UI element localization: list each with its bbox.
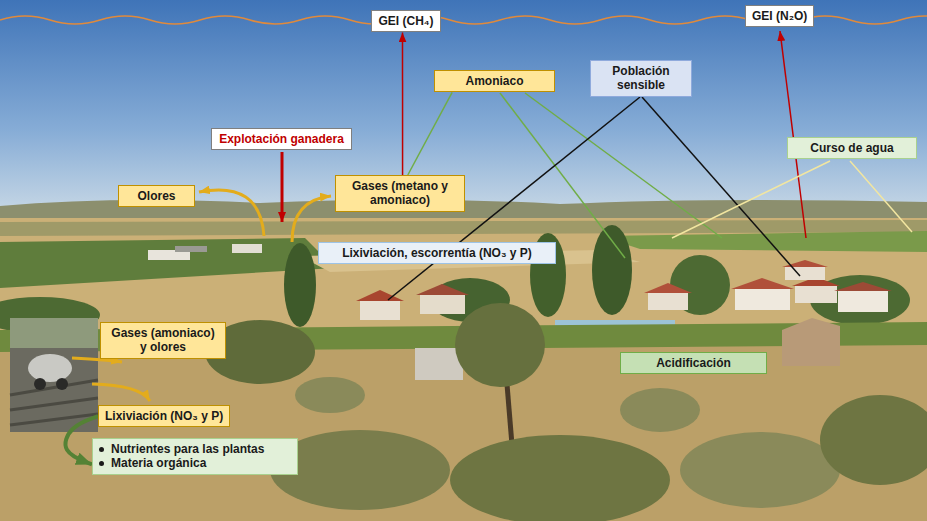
inset-photo [10, 318, 98, 432]
node-text: GEI (CH₄) [378, 14, 434, 28]
house [785, 266, 825, 280]
bullet-dot [99, 461, 104, 466]
node-text: Olores [125, 189, 188, 203]
node-text: Amoniaco [441, 74, 548, 88]
emission-box: Gases (metano y amoniaco) [335, 175, 465, 212]
house-roof [356, 290, 404, 301]
impact-box: Población sensible [590, 60, 692, 97]
house [735, 288, 790, 310]
bullet-dot [99, 447, 104, 452]
farm-roof [175, 246, 207, 252]
house-roof [834, 282, 892, 291]
node-text: Lixiviación, escorrentía (NO₃ y P) [325, 246, 549, 260]
bullet-row: Materia orgánica [99, 456, 291, 470]
node-text: Población sensible [597, 64, 685, 93]
pointer-arrow [281, 152, 284, 222]
connector [408, 92, 452, 175]
impact-box: Amoniaco [434, 70, 555, 92]
wheel [56, 378, 68, 390]
emission-box: Lixiviación, escorrentía (NO₃ y P) [318, 242, 556, 264]
node-text: Gases (metano y amoniaco) [342, 179, 458, 208]
tree [455, 303, 545, 387]
shrub [680, 432, 840, 508]
poplar-tree [284, 243, 316, 327]
poplar-tree [592, 225, 632, 315]
farm-building [232, 244, 262, 253]
node-text: Acidificación [627, 356, 760, 370]
sky [0, 0, 927, 216]
emission-box: Olores [118, 185, 195, 207]
house [420, 294, 465, 314]
connector [402, 32, 404, 175]
slurry-tanker [28, 354, 72, 382]
bullet-row: Nutrientes para las plantas [99, 442, 291, 456]
impact-box: Curso de agua [787, 137, 917, 159]
emission-arrow [92, 384, 150, 401]
emission-box: GEI (N₂O) [745, 5, 814, 27]
source-box: Explotación ganadera [211, 128, 352, 150]
emission-arrow [199, 190, 264, 236]
shrub [620, 388, 700, 432]
leader-line [672, 161, 830, 238]
house [360, 300, 400, 320]
emission-box: Lixiviación (NO₃ y P) [98, 405, 230, 427]
node-text: Explotación ganadera [218, 132, 345, 146]
emission-arrow [292, 196, 331, 242]
emission-box: Gases (amoniaco) y olores [100, 322, 226, 359]
wheel [34, 378, 46, 390]
leader-line [500, 93, 625, 258]
furrows [10, 380, 98, 425]
shrub [450, 435, 670, 521]
node-text: Curso de agua [794, 141, 910, 155]
leader-line [850, 161, 912, 232]
pointer-arrow [780, 31, 806, 238]
shed [782, 318, 840, 366]
node-text: Lixiviación (NO₃ y P) [105, 409, 223, 423]
inset-sky [10, 318, 98, 348]
house [795, 285, 837, 303]
impact-box: Acidificación [620, 352, 767, 374]
node-text: Materia orgánica [111, 456, 206, 470]
house-roof [731, 278, 794, 289]
node-text: Gases (amoniaco) y olores [107, 326, 219, 355]
house [648, 292, 688, 310]
node-text: GEI (N₂O) [752, 9, 807, 23]
house-roof [644, 283, 692, 293]
shrub [295, 377, 365, 413]
fields [0, 218, 927, 338]
emission-box: GEI (CH₄) [371, 10, 441, 32]
house-roof [416, 284, 469, 295]
benefit-box: Nutrientes para las plantasMateria orgán… [92, 438, 298, 475]
shrub [820, 395, 927, 485]
house [838, 290, 888, 312]
node-text: Nutrientes para las plantas [111, 442, 264, 456]
